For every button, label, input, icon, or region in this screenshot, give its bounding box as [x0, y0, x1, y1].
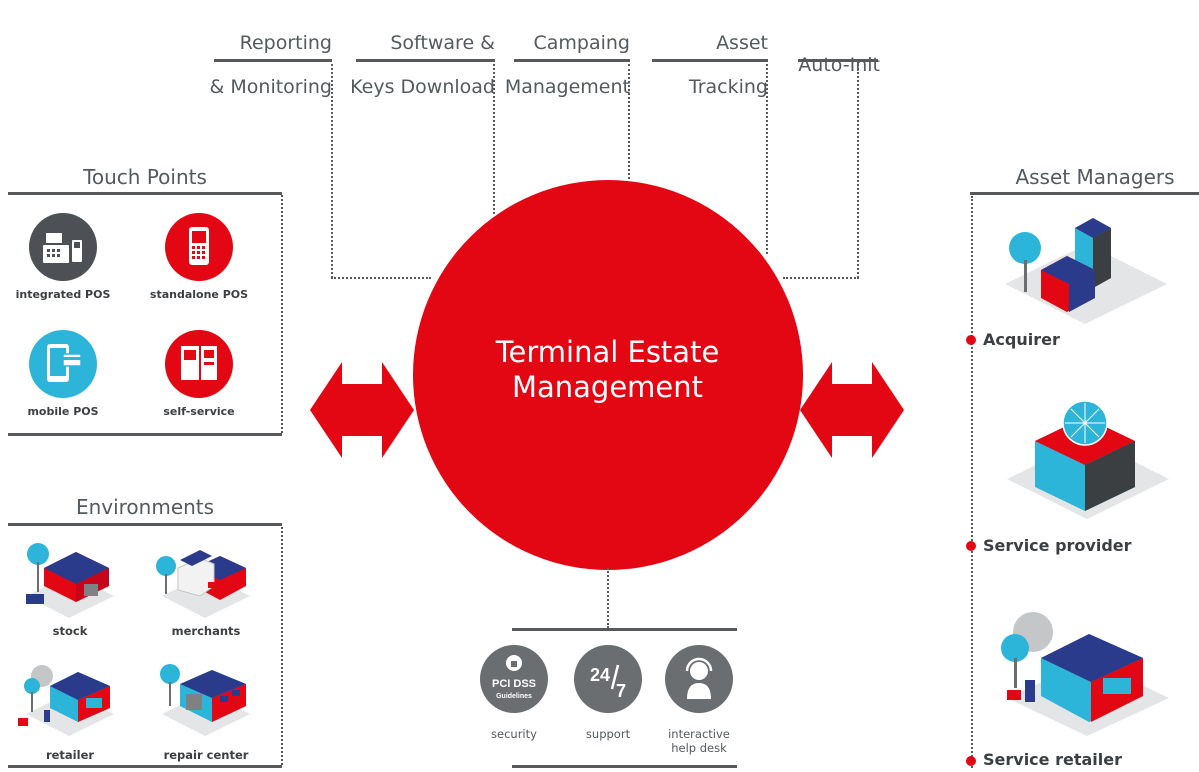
headset-person-icon — [665, 645, 733, 713]
top-label-line: Keys Download — [350, 76, 495, 98]
service-label-line: interactive — [668, 727, 730, 741]
services-top-rule — [512, 628, 737, 631]
shop-icon — [156, 550, 250, 618]
double-arrow-left-icon — [310, 362, 414, 458]
touch-points-bottom-rule — [8, 433, 282, 436]
top-label-line: Management — [504, 76, 630, 98]
top-label-line: Software & — [390, 32, 495, 54]
environment-label: repair center — [163, 748, 249, 762]
top-label-line: Reporting — [239, 32, 332, 54]
center-title-line: Management — [511, 370, 704, 404]
cash-register-icon — [29, 213, 97, 281]
double-arrow-right-icon — [800, 362, 904, 458]
globe-building-icon — [1007, 400, 1169, 519]
service-label: security — [459, 727, 569, 741]
city-buildings-icon — [1005, 218, 1167, 324]
service-badge-text: 24 — [590, 665, 610, 685]
environment-label: merchants — [171, 624, 241, 638]
touch-point-label: standalone POS — [149, 288, 249, 301]
center-title-line: Terminal Estate — [495, 335, 720, 369]
top-rule-reporting — [214, 59, 332, 62]
service-label-line: security — [491, 727, 537, 741]
top-label-line: Campaing — [533, 32, 630, 54]
center-title: Terminal Estate Management — [415, 335, 800, 405]
top-label-line: Auto-Init — [798, 54, 880, 76]
center-circle — [413, 180, 803, 570]
repair-building-icon — [160, 664, 250, 736]
service-label: interactive help desk — [644, 727, 754, 755]
environments-top-rule — [8, 523, 282, 526]
asset-manager-label: Service retailer — [983, 750, 1122, 769]
top-label-line: Asset — [716, 32, 768, 54]
connector-software — [493, 64, 495, 214]
touch-point-label: mobile POS — [27, 405, 99, 418]
top-rule-campaign — [514, 59, 630, 62]
top-rule-asset — [652, 59, 768, 62]
top-label-auto-init: Auto-Init — [770, 10, 880, 98]
top-rule-software — [356, 59, 495, 62]
top-rule-auto-init — [798, 59, 878, 62]
connector-reporting-h — [331, 277, 431, 279]
kiosk-icon — [165, 330, 233, 398]
connector-services — [607, 568, 609, 628]
connector-auto-init-h — [783, 277, 859, 279]
service-label: support — [553, 727, 663, 741]
top-label-reporting: Reporting & Monitoring — [200, 10, 332, 120]
top-label-campaign: Campaing Management — [500, 10, 630, 120]
asset-manager-dot — [966, 756, 976, 766]
asset-managers-title: Asset Managers — [1015, 165, 1175, 189]
environments-title: Environments — [75, 495, 215, 519]
connector-campaign — [628, 64, 630, 179]
service-label-line: support — [585, 727, 631, 741]
environments-side-dots — [281, 527, 283, 765]
touch-point-label: self-service — [163, 405, 235, 418]
top-label-asset-tracking: Asset Tracking — [650, 10, 768, 120]
environments-bottom-rule — [8, 765, 282, 768]
services-bottom-rule — [512, 765, 737, 768]
service-badge-text: Guidelines — [496, 693, 532, 700]
connector-reporting — [331, 64, 333, 278]
service-badge-text: PCI DSS — [492, 678, 536, 690]
retail-market-icon — [1001, 612, 1169, 736]
environment-label: retailer — [45, 748, 95, 762]
top-label-software: Software & Keys Download — [345, 10, 495, 120]
clock-24-7-icon: 24 7 — [574, 645, 642, 713]
touch-points-top-rule — [8, 192, 282, 195]
asset-manager-dot — [966, 335, 976, 345]
asset-manager-label: Service provider — [983, 536, 1132, 555]
asset-manager-label: Acquirer — [983, 330, 1060, 349]
touch-points-side-dots — [281, 195, 283, 433]
asset-managers-side-dots — [971, 196, 973, 768]
asset-managers-top-rule — [970, 192, 1199, 195]
touch-point-label: integrated POS — [15, 288, 111, 301]
retail-market-icon — [18, 665, 114, 736]
service-label-line: help desk — [671, 741, 727, 755]
warehouse-icon — [26, 543, 114, 618]
service-badge-text: 7 — [616, 681, 626, 701]
touch-points-title: Touch Points — [83, 165, 207, 189]
connector-asset — [766, 64, 768, 254]
environment-label: stock — [52, 624, 88, 638]
lock-icon: PCI DSS Guidelines — [480, 645, 548, 713]
handheld-terminal-icon — [165, 213, 233, 281]
asset-manager-dot — [966, 541, 976, 551]
connector-auto-init — [857, 64, 859, 278]
top-label-line: Tracking — [688, 76, 768, 98]
top-label-line: & Monitoring — [209, 76, 332, 98]
tablet-card-icon — [29, 330, 97, 398]
